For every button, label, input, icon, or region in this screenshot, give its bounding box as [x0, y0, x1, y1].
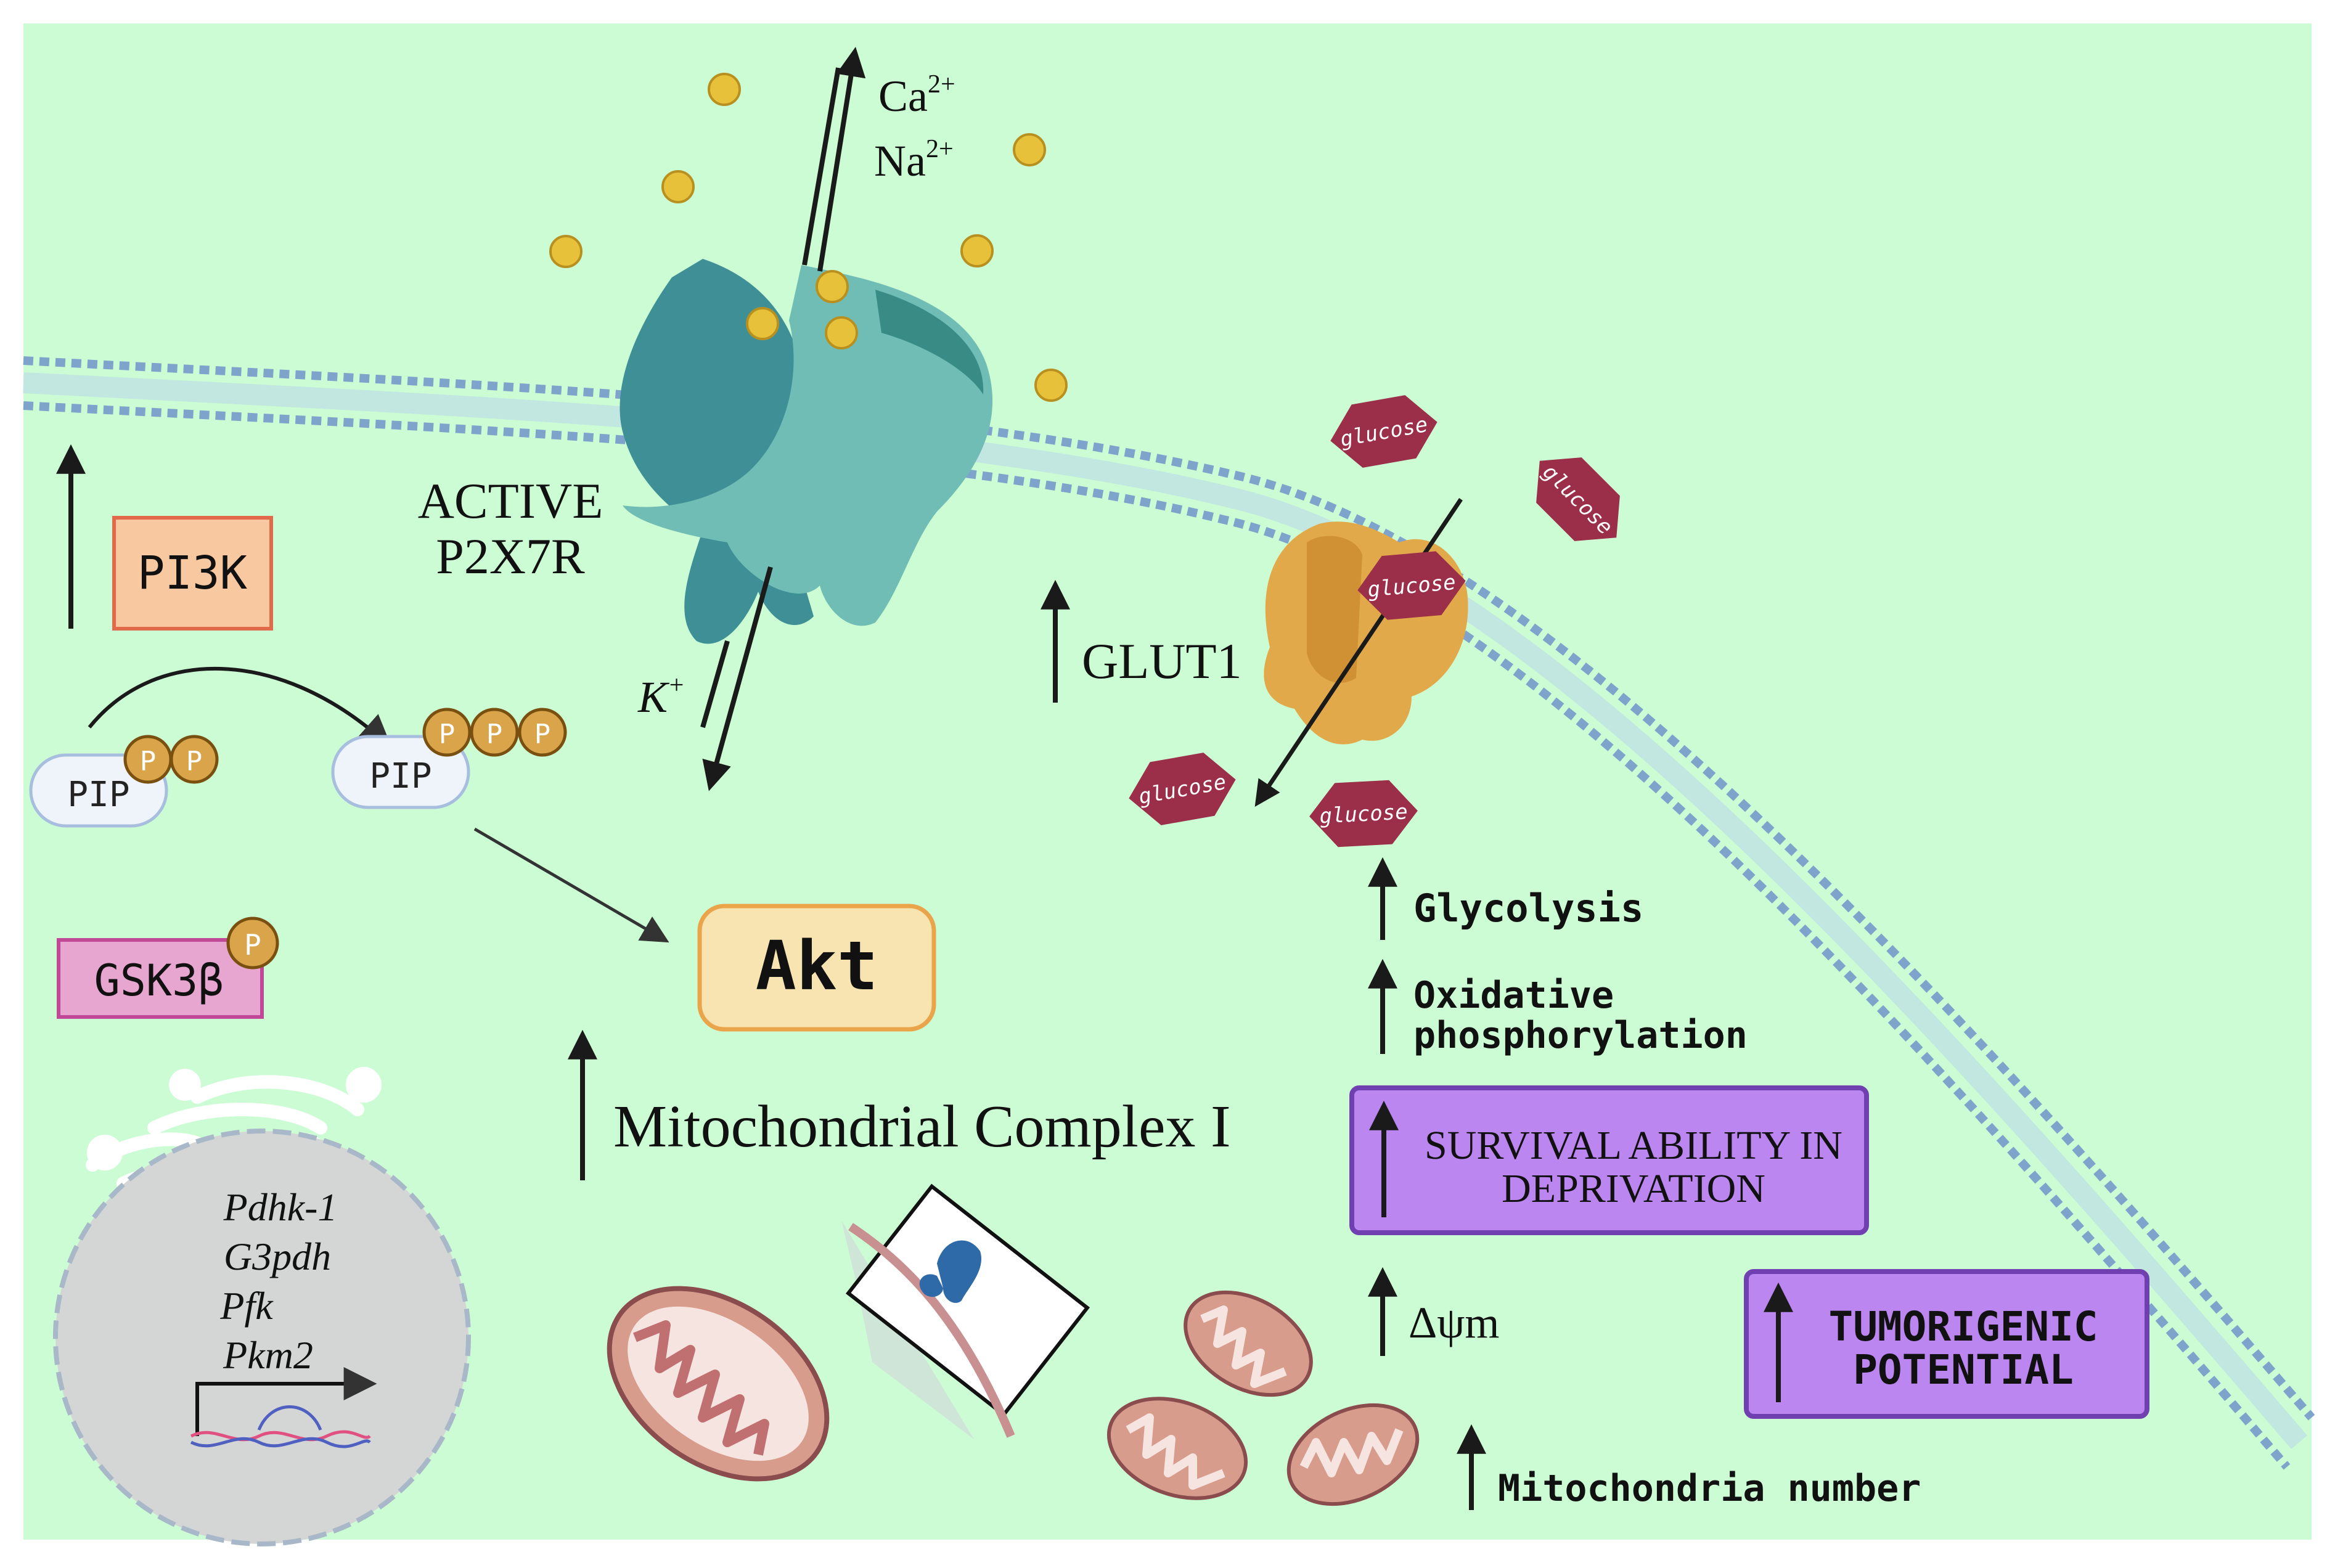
gene-pdhk1: Pdhk-1: [223, 1185, 338, 1229]
oxphos-label-line2: phosphorylation: [1413, 1014, 1748, 1057]
atp-ball: [708, 73, 741, 106]
tumorigenic-label-line1: TUMORIGENIC: [1828, 1303, 2098, 1350]
mito-number-label: Mitochondria number: [1498, 1467, 1921, 1510]
svg-text:P: P: [439, 719, 456, 750]
k-efflux-line: [700, 640, 730, 729]
glucose-molecule: glucose: [1309, 780, 1418, 847]
svg-text:P: P: [186, 746, 203, 777]
delta-psi-label: Δψm: [1409, 1298, 1499, 1347]
mitochondrion-small-3: [1286, 1403, 1420, 1506]
survival-label-line1: SURVIVAL ABILITY IN: [1425, 1123, 1842, 1168]
pip3-to-akt-arrow: [473, 827, 669, 943]
mitochondrion-large: [607, 1286, 830, 1482]
svg-text:P: P: [140, 746, 157, 777]
k-ion-label: K+: [637, 671, 685, 722]
pi3k-label: PI3K: [137, 547, 248, 600]
p2x7r-label: P2X7R: [436, 528, 585, 584]
atp-ball: [549, 235, 583, 268]
gsk3b-box: [57, 938, 264, 1019]
transcription-start-arrow: [195, 1367, 377, 1436]
gsk3b-label: GSK3β: [94, 955, 224, 1006]
active-label: ACTIVE: [418, 473, 603, 529]
mitochondrion-small-2: [1106, 1397, 1248, 1500]
tumorigenic-box: [1744, 1269, 2149, 1419]
glucose-uptake-arrow: [1254, 498, 1463, 807]
p2x7r-receptor: [620, 259, 993, 644]
ion-influx-arrow: [817, 47, 866, 272]
pip2-label: PIP: [67, 775, 129, 815]
svg-text:glucose: glucose: [1319, 799, 1408, 828]
survival-label-line2: DEPRIVATION: [1502, 1166, 1765, 1211]
oxphos-label-line1: Oxidative: [1413, 974, 1614, 1017]
akt-label: Akt: [756, 926, 878, 1005]
gsk3b-phospho: [226, 917, 279, 970]
dna-strand: [190, 1405, 371, 1448]
glucose-molecule: glucose: [1357, 551, 1466, 620]
glucose-molecule: glucose: [1129, 753, 1236, 825]
ion-influx-line: [802, 67, 841, 266]
gene-g3pdh: G3pdh: [224, 1235, 331, 1278]
glut1-label: GLUT1: [1082, 633, 1242, 689]
atp-bound: [746, 270, 858, 349]
svg-text:P: P: [486, 719, 503, 750]
cell-membrane: [23, 356, 2315, 1470]
mitochondrion-small-1: [1184, 1290, 1313, 1397]
atp-ball: [960, 234, 994, 267]
atp-molecules: [549, 73, 1068, 402]
atp-ball: [1034, 369, 1068, 402]
tumorigenic-label-line2: POTENTIAL: [1853, 1346, 2074, 1394]
glycolysis-label: Glycolysis: [1413, 886, 1643, 931]
akt-box: [697, 904, 936, 1032]
atp-ball: [816, 270, 849, 303]
gene-pkm2: Pkm2: [223, 1333, 313, 1377]
ca-ion-label: Ca2+: [878, 70, 955, 121]
pip2-molecule: PIP P P: [29, 735, 219, 828]
atp-ball: [1013, 133, 1046, 166]
atp-ball: [746, 307, 779, 340]
gsk3b-phospho-label: P: [244, 928, 261, 962]
pip3-molecule: PIP P P P: [331, 708, 567, 809]
pi3k-box: [112, 516, 273, 631]
svg-text:P: P: [534, 719, 551, 750]
pip3-label: PIP: [369, 756, 431, 796]
glucose-molecule: glucose: [1330, 395, 1437, 468]
atp-ball: [825, 316, 858, 349]
gene-pfk: Pfk: [219, 1284, 274, 1328]
pip-conversion-arrow: [88, 666, 393, 749]
atp-ball: [661, 170, 695, 203]
mitochondrial-membrane-zoom: [845, 1183, 1090, 1438]
complex1-label: Mitochondrial Complex I: [613, 1093, 1231, 1160]
k-efflux-arrow: [702, 566, 773, 791]
na-ion-label: Na2+: [874, 135, 954, 186]
survival-box: [1349, 1085, 1869, 1235]
